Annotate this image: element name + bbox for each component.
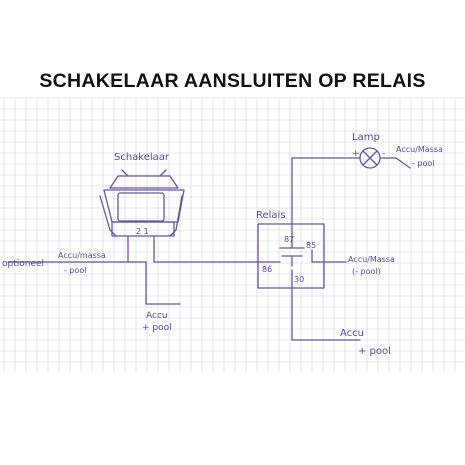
- relay-pin-30: 30: [294, 275, 304, 284]
- lamp-plus-label: +: [352, 149, 360, 159]
- lamp-ground-label: Accu/Massa: [396, 145, 443, 154]
- lamp-ground-pole-label: - pool: [412, 159, 435, 168]
- rocker-switch-icon: [99, 169, 185, 263]
- lamp-minus-label: -: [382, 149, 385, 159]
- relay-label: Relais: [256, 210, 286, 221]
- graph-paper-grid: [0, 97, 465, 372]
- switch-ground-pole-label: - pool: [64, 266, 87, 275]
- switch-accu-label: Accu: [146, 311, 168, 321]
- relay-pin-86: 86: [262, 265, 272, 274]
- switch-ground-label: Accu/massa: [58, 251, 106, 260]
- relay-accu-label: Accu: [340, 328, 364, 339]
- relay-box: [257, 223, 325, 289]
- switch-label: Schakelaar: [114, 152, 170, 163]
- relay-accu-pole-label: + pool: [358, 346, 391, 357]
- relay-ground-label: Accu/Massa: [348, 255, 395, 264]
- optional-label: optioneel: [2, 259, 44, 269]
- lamp-label: Lamp: [352, 132, 380, 143]
- relay-pin-87: 87: [284, 235, 294, 244]
- switch-pin-label: 2 1: [136, 227, 149, 236]
- page-title: SCHAKELAAR AANSLUITEN OP RELAIS: [39, 70, 426, 92]
- switch-accu-pole-label: + pool: [142, 323, 172, 333]
- lamp-icon: [359, 147, 381, 169]
- relay-pin-85: 85: [306, 241, 316, 250]
- relay-ground-pole-label: (- pool): [352, 267, 381, 276]
